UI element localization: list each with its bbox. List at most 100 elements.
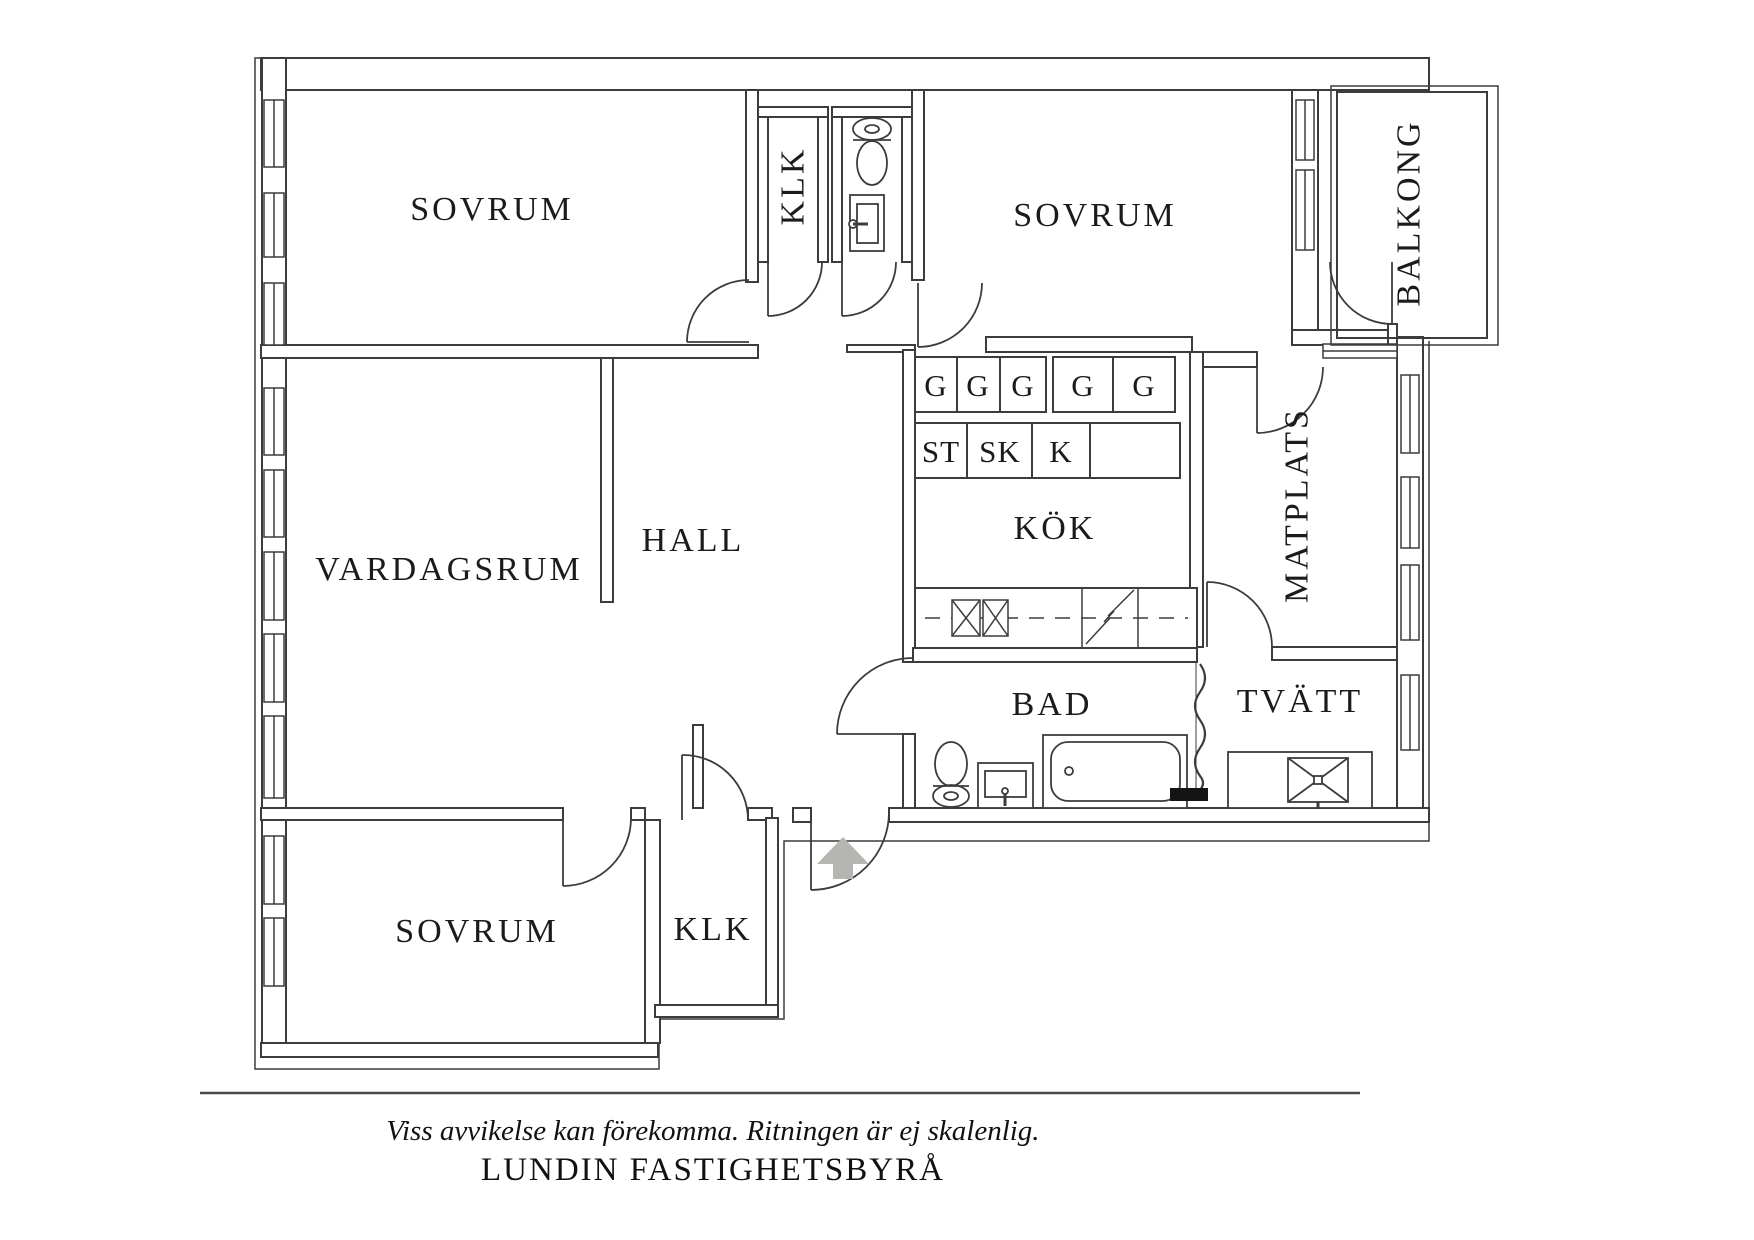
- wall-klk-b-bottom: [654, 1004, 779, 1018]
- wall-wc-top: [831, 106, 913, 118]
- footer-disclaimer: Viss avvikelse kan förekomma. Ritningen …: [386, 1115, 1039, 1147]
- window: [263, 282, 285, 346]
- door-sovrum-bottom: [562, 817, 632, 887]
- wall-entry-left: [792, 807, 812, 823]
- room-label-vardagsrum: VARDAGSRUM: [315, 551, 582, 588]
- window: [263, 551, 285, 621]
- door-matplats: [1256, 366, 1324, 434]
- room-label-klk-bottom: KLK: [674, 911, 753, 948]
- washing-machine-icon: [1227, 751, 1373, 809]
- window: [263, 387, 285, 456]
- cabinet-label-k: K: [1049, 434, 1072, 469]
- window: [263, 192, 285, 258]
- toilet-icon: [852, 117, 892, 186]
- window: [263, 469, 285, 538]
- doors: [562, 261, 1393, 891]
- window: [1322, 343, 1398, 359]
- door-tvatt: [1206, 581, 1273, 648]
- room-label-balkong: BALKONG: [1391, 119, 1428, 306]
- wall-kok-left: [902, 349, 916, 663]
- window: [263, 99, 285, 168]
- wall-matplats-top: [1202, 351, 1258, 368]
- wall-wc-right: [901, 116, 913, 263]
- balcony-railing: [1330, 85, 1499, 346]
- room-label-bad: BAD: [1012, 686, 1093, 723]
- cabinet-label-g: G: [924, 368, 947, 403]
- room-label-kok: KÖK: [1014, 510, 1097, 547]
- room-label-tvatt: TVÄTT: [1237, 683, 1363, 720]
- wall-hall-kok: [846, 344, 916, 353]
- window: [1400, 564, 1420, 641]
- washbasin-icon: [848, 194, 885, 252]
- window: [263, 835, 285, 905]
- window: [263, 633, 285, 703]
- bathtub-icon: [1042, 734, 1188, 809]
- bathroom-fixtures: [932, 734, 1188, 809]
- cabinet-label-st: ST: [922, 434, 960, 469]
- shower-curtain-icon: [1193, 662, 1207, 791]
- window: [1400, 374, 1420, 454]
- wall-piece: [630, 807, 646, 821]
- wall-klk-right: [817, 116, 829, 263]
- washbasin-icon: [977, 762, 1034, 809]
- wall-kok-bad: [912, 647, 1198, 663]
- room-label-sovrum-bottom: SOVRUM: [395, 913, 558, 950]
- cabinet-label-g: G: [966, 368, 989, 403]
- wall-top: [260, 57, 1430, 91]
- wall-wc-left: [831, 116, 843, 263]
- window: [1400, 674, 1420, 751]
- threshold-marker: [1170, 788, 1208, 801]
- door-klk-bottom: [681, 754, 749, 821]
- wall-tvatt-top: [1271, 646, 1398, 661]
- room-label-klk-top: KLK: [775, 147, 812, 226]
- wall-sovrum-tl-right: [745, 89, 759, 283]
- wall-klk-top: [757, 106, 829, 118]
- room-label-hall: HALL: [642, 522, 745, 559]
- entrance-arrow-icon: [817, 837, 869, 879]
- window: [263, 917, 285, 987]
- cabinet-label-g: G: [1011, 368, 1034, 403]
- wall-klk-b-right: [765, 817, 779, 1018]
- walls: [260, 57, 1430, 1058]
- window: [1295, 99, 1315, 161]
- footer: Viss avvikelse kan förekomma. Ritningen …: [200, 1091, 1360, 1188]
- wall-sovrum-tr-left: [911, 89, 925, 281]
- wall-hall-pier: [692, 724, 704, 809]
- door-wc: [841, 261, 897, 317]
- toilet-icon: [932, 741, 970, 808]
- wall-klk-left: [757, 116, 769, 263]
- stove-icon: [1081, 588, 1139, 648]
- kitchen-counter-details: [925, 588, 1188, 648]
- room-label-sovrum-top-left: SOVRUM: [410, 191, 573, 228]
- window: [1295, 169, 1315, 251]
- door-entrance: [810, 811, 890, 891]
- windows: [263, 99, 1420, 987]
- cabinet-label-sk: SK: [979, 434, 1021, 469]
- room-label-matplats: MATPLATS: [1279, 407, 1316, 603]
- cabinet-labels: G G G G G ST SK K: [922, 368, 1155, 469]
- laundry-area: [1170, 662, 1373, 809]
- wc-fixtures: [848, 117, 892, 252]
- cabinet-label-g: G: [1132, 368, 1155, 403]
- kitchen-cabinets: [914, 356, 1198, 649]
- wall-sovrum-tr-bottom: [985, 336, 1193, 353]
- door-balkong: [1329, 261, 1393, 325]
- door-klk-top: [767, 261, 823, 317]
- window: [263, 715, 285, 799]
- wall-bottom-right: [888, 807, 1430, 823]
- window: [1400, 476, 1420, 549]
- door-kok: [917, 282, 983, 348]
- wall-sovrum-tl-bottom: [260, 344, 759, 359]
- wall-sovrum-b-bottom: [260, 1042, 659, 1058]
- wall-balcony-jamb: [1387, 323, 1398, 346]
- cabinet-label-g: G: [1071, 368, 1094, 403]
- wall-hall-divider: [600, 357, 614, 603]
- wardrobe-row-a: [914, 356, 1047, 413]
- tall-unit-row: [914, 422, 1181, 479]
- wall-bad-left: [902, 733, 916, 809]
- door-bad: [836, 657, 914, 735]
- wall-vardagsrum-bottom: [260, 807, 564, 821]
- kitchen-sink-icon: [951, 599, 1009, 637]
